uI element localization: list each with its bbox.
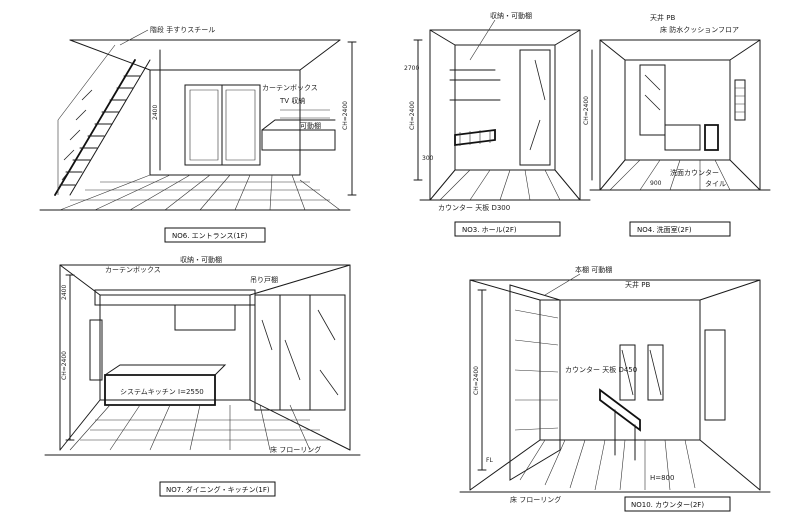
dim-ch: CH=2400 <box>583 96 590 125</box>
caption-box <box>629 221 731 237</box>
note-tile: タイル <box>705 179 726 188</box>
note-curtain: カーテンボックス <box>262 84 318 92</box>
dim-ch: CH=2400 <box>342 101 349 130</box>
dim-vanity: 900 <box>650 180 662 187</box>
panel-caption: NO4. 洗面室(2F) <box>637 225 692 234</box>
note-ceiling: 天井 PB <box>625 280 650 289</box>
dim-fl: FL <box>486 457 493 464</box>
dim-ch: CH=2400 <box>473 366 480 395</box>
panel-dining-kitchen: CH=2400 2400 カーテンボックス 収納・可動棚 吊り戸棚 システムキッ… <box>44 255 361 497</box>
caption-box <box>454 221 561 237</box>
dim-soffit: 2400 <box>61 285 68 300</box>
note-ceiling: 天井 PB <box>650 13 675 22</box>
note-floor: 床 フローリング <box>510 495 561 504</box>
dim-ch: CH=2400 <box>409 101 416 130</box>
caption-box <box>159 481 276 497</box>
note-upper: 吊り戸棚 <box>250 275 278 284</box>
panel-counter: CH=2400 FL 本棚 可動棚 天井 PB 床 フローリング カウンター 天… <box>459 265 771 512</box>
caption-box <box>164 227 266 243</box>
panel-hall: CH=2400 300 2700 収納・可動棚 カウンター 天板 D300 NO… <box>404 11 591 237</box>
panel-washroom: CH=2400 900 天井 PB 床 防水クッションフロア 洗面カウンター タ… <box>583 13 771 237</box>
note-floor: 床 防水クッションフロア <box>660 25 739 34</box>
note-kitchen: システムキッチン I=2550 <box>120 388 204 396</box>
dim-ch: CH=2400 <box>61 351 68 380</box>
dim-a: 2400 <box>152 105 159 120</box>
note-storage: 収納・可動棚 <box>180 255 222 264</box>
note-storage: 収納・可動棚 <box>490 11 532 20</box>
note-tv: TV 収納 <box>279 96 305 105</box>
note-shelf: 可動棚 <box>300 121 321 130</box>
note-floor: 床 フローリング <box>270 445 321 454</box>
dim-wall: 2700 <box>404 65 419 72</box>
note-vanity: 洗面カウンター <box>670 168 719 177</box>
panel-caption: NO6. エントランス(1F) <box>172 232 248 240</box>
note-counter: カウンター 天板 D300 <box>438 203 510 212</box>
note-stair: 階段 手すりスチール <box>150 25 215 34</box>
panel-entrance: CH=2400 2400 階段 手すりスチール カーテンボックス TV 収納 可… <box>39 25 357 243</box>
note-counter: カウンター 天板 D450 <box>565 365 637 374</box>
panel-caption: NO10. カウンター(2F) <box>631 500 704 509</box>
caption-box <box>624 496 731 512</box>
note-height: H=800 <box>650 474 675 482</box>
panel-caption: NO3. ホール(2F) <box>462 226 517 234</box>
note-bookshelf: 本棚 可動棚 <box>575 265 612 274</box>
note-curtain: カーテンボックス <box>105 266 161 274</box>
panel-caption: NO7. ダイニング・キッチン(1F) <box>166 485 270 494</box>
dim-counter: 300 <box>422 155 434 162</box>
